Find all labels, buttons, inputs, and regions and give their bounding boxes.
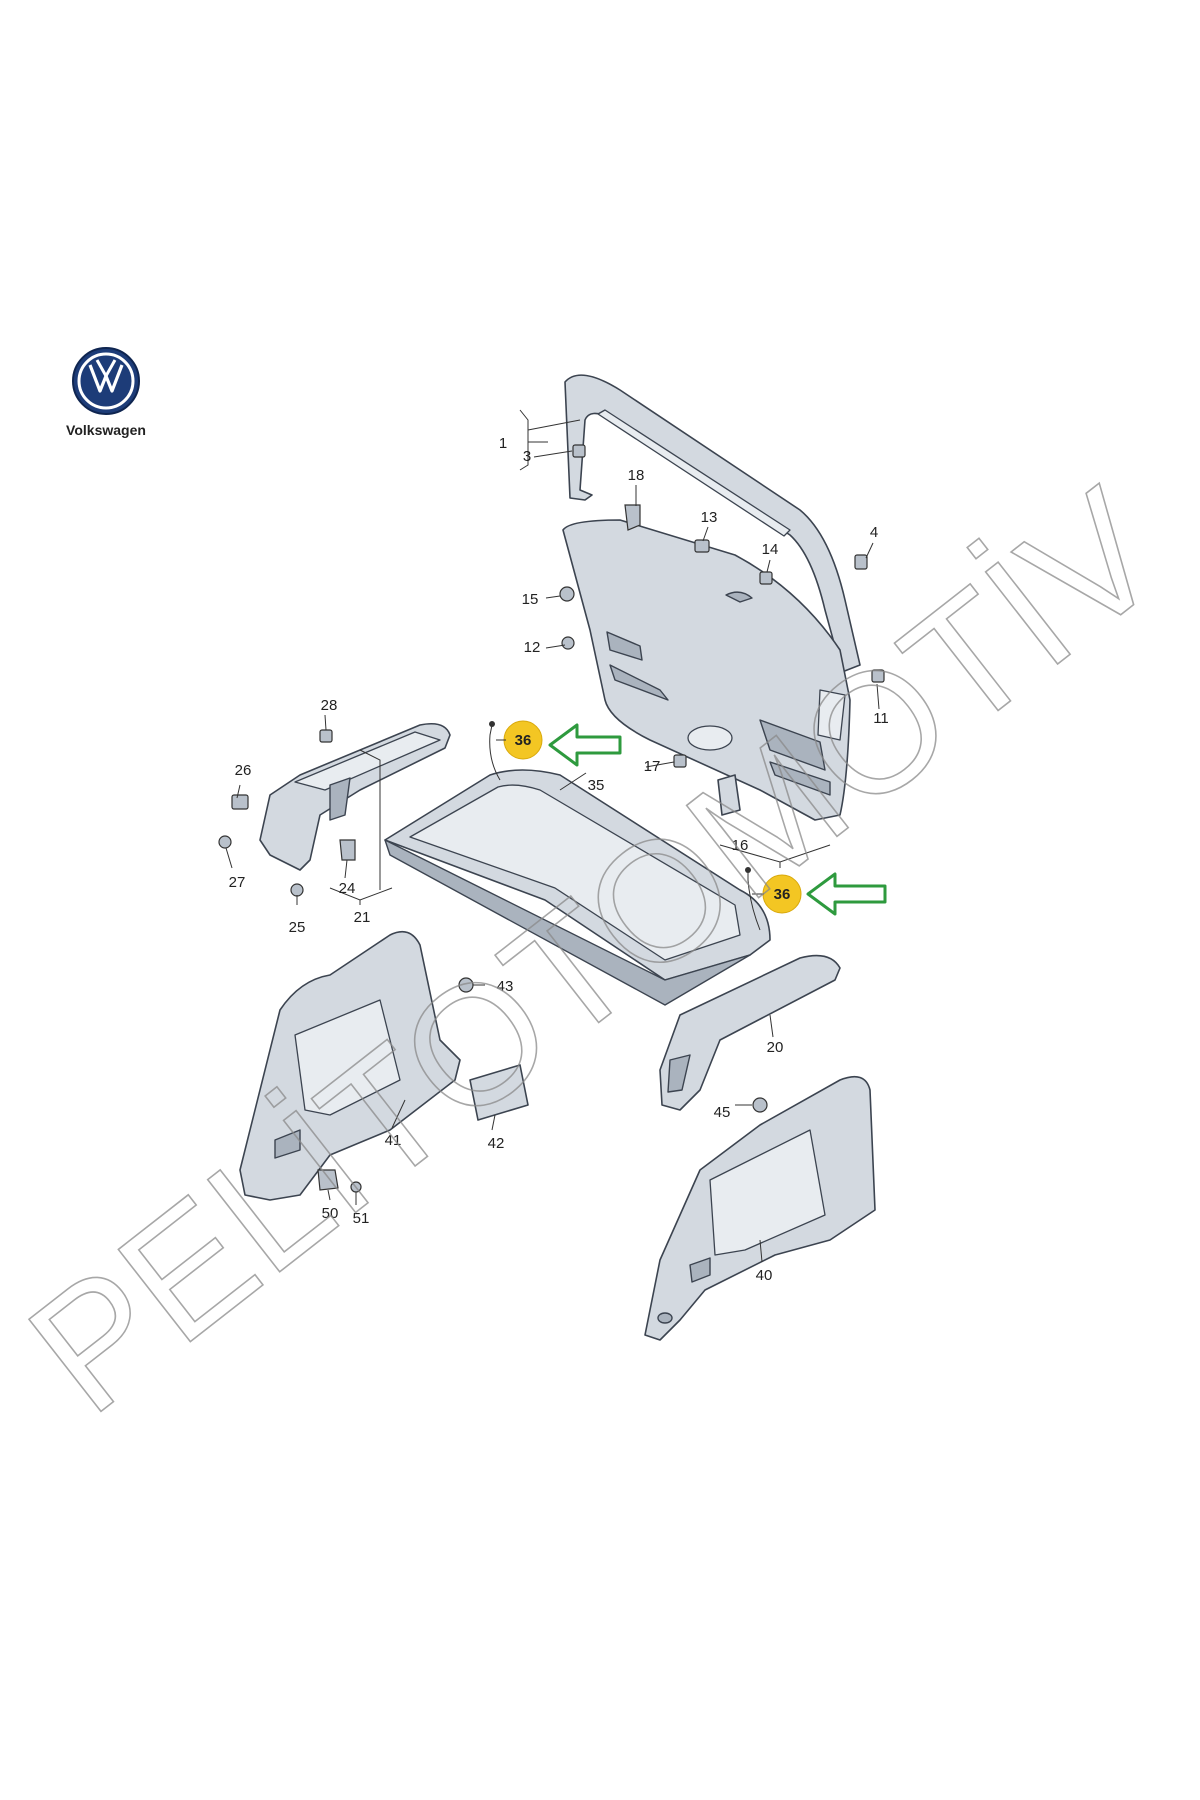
green-arrow-upper-icon (548, 723, 622, 767)
callout-13: 13 (701, 509, 718, 526)
callout-24: 24 (339, 880, 356, 897)
callout-40: 40 (756, 1267, 773, 1284)
callout-17: 17 (644, 758, 661, 775)
callout-25: 25 (289, 919, 306, 936)
screw-45-icon (752, 1097, 768, 1113)
green-arrow-lower-icon (806, 872, 887, 916)
callout-28: 28 (321, 697, 338, 714)
parcel-shelf (384, 769, 771, 1006)
callout-35: 35 (588, 777, 605, 794)
highlight-36-lower: 36 (752, 872, 887, 916)
right-pillar-trim (659, 954, 841, 1111)
callout-45: 45 (714, 1104, 731, 1121)
highlight-36-upper: 36 (496, 720, 622, 767)
clip-3-icon (572, 444, 586, 458)
highlight-label-upper: 36 (515, 732, 532, 749)
callout-51: 51 (353, 1210, 370, 1227)
tailgate-upper-trim (564, 374, 861, 673)
callout-27: 27 (229, 874, 246, 891)
brand-name: Volkswagen (66, 422, 146, 438)
callout-12: 12 (524, 639, 541, 656)
screw-25-icon (290, 883, 304, 897)
screw-15-icon (559, 586, 575, 602)
clip-17-icon (673, 754, 687, 768)
callout-1: 1 (499, 435, 507, 452)
clip-13-icon (694, 539, 710, 553)
callout-15: 15 (522, 591, 539, 608)
callout-42: 42 (488, 1135, 505, 1152)
callout-16: 16 (732, 837, 749, 854)
left-pillar-trim (259, 722, 451, 871)
callout-3: 3 (523, 448, 531, 465)
clip-4-icon (854, 554, 868, 570)
callout-14: 14 (762, 541, 779, 558)
right-lower-trim (644, 1075, 876, 1341)
cable-36-left (489, 724, 501, 781)
left-lower-trim (239, 930, 461, 1201)
callout-20: 20 (767, 1039, 784, 1056)
cover-42 (469, 1064, 529, 1121)
callout-18: 18 (628, 467, 645, 484)
callout-50: 50 (322, 1205, 339, 1222)
callout-21: 21 (354, 909, 371, 926)
callout-26: 26 (235, 762, 252, 779)
leader-lines (225, 409, 880, 1263)
screw-27-icon (218, 835, 232, 849)
clip-24-icon (339, 839, 356, 861)
tailgate-inner-panel (562, 519, 851, 821)
cover-16 (717, 774, 741, 816)
volkswagen-logo (72, 347, 140, 415)
clip-28-icon (319, 729, 333, 743)
callout-labels: 1 3 4 11 12 13 14 15 16 17 18 20 21 24 2… (229, 435, 889, 1284)
clip-11-icon (871, 669, 885, 683)
cable-36-right (747, 870, 761, 931)
callout-11: 11 (873, 710, 889, 727)
screw-12-icon (561, 636, 575, 650)
clip-50-icon (317, 1169, 339, 1191)
highlight-label-lower: 36 (774, 886, 791, 903)
callout-4: 4 (870, 524, 878, 541)
clip-14-icon (759, 571, 773, 585)
clip-18-icon (624, 504, 641, 531)
callout-41: 41 (385, 1132, 402, 1149)
callout-43: 43 (497, 978, 514, 995)
clip-26-icon (231, 794, 249, 810)
